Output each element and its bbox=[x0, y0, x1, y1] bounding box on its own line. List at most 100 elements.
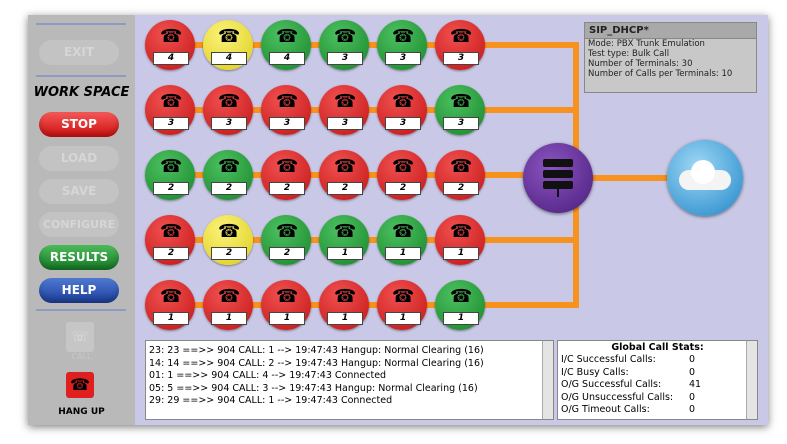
terminal-20[interactable]: ☎2 bbox=[203, 215, 253, 265]
terminal-29[interactable]: ☎1 bbox=[377, 280, 427, 330]
terminal-18[interactable]: ☎2 bbox=[435, 150, 485, 200]
terminal-16[interactable]: ☎2 bbox=[319, 150, 369, 200]
phone-icon: ☎ bbox=[392, 156, 415, 177]
stop-button[interactable]: STOP bbox=[39, 112, 119, 137]
terminal-call-count: 2 bbox=[443, 182, 479, 195]
configure-button[interactable]: CONFIGURE bbox=[39, 212, 119, 237]
phone-icon: ☎ bbox=[70, 375, 90, 394]
terminal-call-count: 1 bbox=[385, 247, 421, 260]
hang-up-button[interactable]: ☎ bbox=[66, 372, 94, 398]
log-line: 14: 14 ==>> 904 CALL: 2 --> 19:47:43 Han… bbox=[149, 357, 484, 369]
phone-icon: ☎ bbox=[276, 156, 299, 177]
terminal-23[interactable]: ☎1 bbox=[377, 215, 427, 265]
log-line: 01: 1 ==>> 904 CALL: 4 --> 19:47:43 Conn… bbox=[149, 370, 387, 381]
phone-icon: ☎ bbox=[160, 91, 183, 112]
sidebar: EXIT WORK SPACE STOP LOAD SAVE CONFIGURE… bbox=[28, 15, 135, 425]
app-window: EXIT WORK SPACE STOP LOAD SAVE CONFIGURE… bbox=[28, 15, 768, 425]
terminal-call-count: 3 bbox=[269, 117, 305, 130]
terminal-22[interactable]: ☎1 bbox=[319, 215, 369, 265]
call-log[interactable]: 23: 23 ==>> 904 CALL: 1 --> 19:47:43 Han… bbox=[145, 340, 554, 420]
terminal-call-count: 1 bbox=[385, 312, 421, 325]
divider bbox=[36, 23, 126, 25]
terminal-call-count: 2 bbox=[211, 182, 247, 195]
results-button[interactable]: RESULTS bbox=[39, 245, 119, 270]
terminal-call-count: 3 bbox=[385, 52, 421, 65]
phone-icon: ☎ bbox=[334, 91, 357, 112]
exit-button[interactable]: EXIT bbox=[39, 40, 119, 65]
terminal-11[interactable]: ☎3 bbox=[377, 85, 427, 135]
hang-up-label: HANG UP bbox=[58, 407, 105, 417]
terminal-call-count: 2 bbox=[327, 182, 363, 195]
terminal-call-count: 1 bbox=[269, 312, 305, 325]
stats-scrollbar[interactable] bbox=[746, 341, 757, 419]
phone-icon: ☎ bbox=[276, 221, 299, 242]
terminal-13[interactable]: ☎2 bbox=[145, 150, 195, 200]
terminal-5[interactable]: ☎3 bbox=[377, 20, 427, 70]
stat-value: 0 bbox=[689, 391, 696, 403]
test-info-panel: SIP_DHCP* Mode: PBX Trunk Emulation Test… bbox=[584, 22, 757, 93]
connection-line bbox=[170, 302, 576, 308]
save-button[interactable]: SAVE bbox=[39, 179, 119, 204]
phone-icon: ☎ bbox=[276, 26, 299, 47]
terminal-2[interactable]: ☎4 bbox=[203, 20, 253, 70]
terminal-14[interactable]: ☎2 bbox=[203, 150, 253, 200]
terminal-4[interactable]: ☎3 bbox=[319, 20, 369, 70]
terminal-call-count: 3 bbox=[327, 117, 363, 130]
terminal-6[interactable]: ☎3 bbox=[435, 20, 485, 70]
connection-line bbox=[170, 107, 576, 113]
help-button[interactable]: HELP bbox=[39, 278, 119, 303]
terminal-9[interactable]: ☎3 bbox=[261, 85, 311, 135]
server-icon[interactable] bbox=[523, 143, 593, 213]
phone-icon: ☎ bbox=[334, 156, 357, 177]
info-line: Number of Terminals: 30 bbox=[588, 59, 693, 69]
stat-value: 41 bbox=[689, 379, 702, 390]
terminal-10[interactable]: ☎3 bbox=[319, 85, 369, 135]
connection-line bbox=[170, 237, 576, 243]
terminal-call-count: 3 bbox=[327, 52, 363, 65]
phone-icon: ☎ bbox=[218, 221, 241, 242]
terminal-call-count: 4 bbox=[269, 52, 305, 65]
terminal-25[interactable]: ☎1 bbox=[145, 280, 195, 330]
phone-icon: ☎ bbox=[450, 26, 473, 47]
topology-area: ☎4☎4☎4☎3☎3☎3☎3☎3☎3☎3☎3☎3☎2☎2☎2☎2☎2☎2☎2☎2… bbox=[135, 15, 768, 335]
info-line: Test type: Bulk Call bbox=[588, 49, 670, 59]
phone-icon: ☎ bbox=[218, 156, 241, 177]
terminal-27[interactable]: ☎1 bbox=[261, 280, 311, 330]
terminal-call-count: 1 bbox=[211, 312, 247, 325]
terminal-call-count: 1 bbox=[327, 312, 363, 325]
terminal-3[interactable]: ☎4 bbox=[261, 20, 311, 70]
terminal-21[interactable]: ☎2 bbox=[261, 215, 311, 265]
stats-title: Global Call Stats: bbox=[611, 342, 704, 353]
phone-icon: ☎ bbox=[450, 91, 473, 112]
terminal-7[interactable]: ☎3 bbox=[145, 85, 195, 135]
divider bbox=[36, 309, 126, 311]
terminal-15[interactable]: ☎2 bbox=[261, 150, 311, 200]
profile-title: SIP_DHCP* bbox=[585, 23, 756, 39]
terminal-call-count: 3 bbox=[385, 117, 421, 130]
terminal-17[interactable]: ☎2 bbox=[377, 150, 427, 200]
call-button[interactable]: ☏ bbox=[66, 322, 94, 352]
cloud-icon[interactable] bbox=[667, 140, 743, 216]
terminal-8[interactable]: ☎3 bbox=[203, 85, 253, 135]
terminal-28[interactable]: ☎1 bbox=[319, 280, 369, 330]
phone-icon: ☎ bbox=[334, 26, 357, 47]
terminal-1[interactable]: ☎4 bbox=[145, 20, 195, 70]
stat-label: I/C Busy Calls: bbox=[561, 366, 629, 378]
stat-value: 0 bbox=[689, 354, 696, 365]
terminal-call-count: 2 bbox=[211, 247, 247, 260]
phone-icon: ☎ bbox=[276, 286, 299, 307]
terminal-24[interactable]: ☎1 bbox=[435, 215, 485, 265]
terminal-call-count: 2 bbox=[153, 182, 189, 195]
stat-value: 0 bbox=[689, 404, 696, 415]
phone-icon: ☎ bbox=[334, 286, 357, 307]
phone-icon: ☎ bbox=[160, 26, 183, 47]
terminal-19[interactable]: ☎2 bbox=[145, 215, 195, 265]
log-scrollbar[interactable] bbox=[542, 341, 553, 419]
info-line: Number of Calls per Terminals: 10 bbox=[588, 69, 733, 79]
terminal-12[interactable]: ☎3 bbox=[435, 85, 485, 135]
connection-line bbox=[170, 42, 576, 48]
terminal-26[interactable]: ☎1 bbox=[203, 280, 253, 330]
load-button[interactable]: LOAD bbox=[39, 146, 119, 171]
terminal-30[interactable]: ☎1 bbox=[435, 280, 485, 330]
stat-label: O/G Unsuccessful Calls: bbox=[561, 391, 674, 403]
